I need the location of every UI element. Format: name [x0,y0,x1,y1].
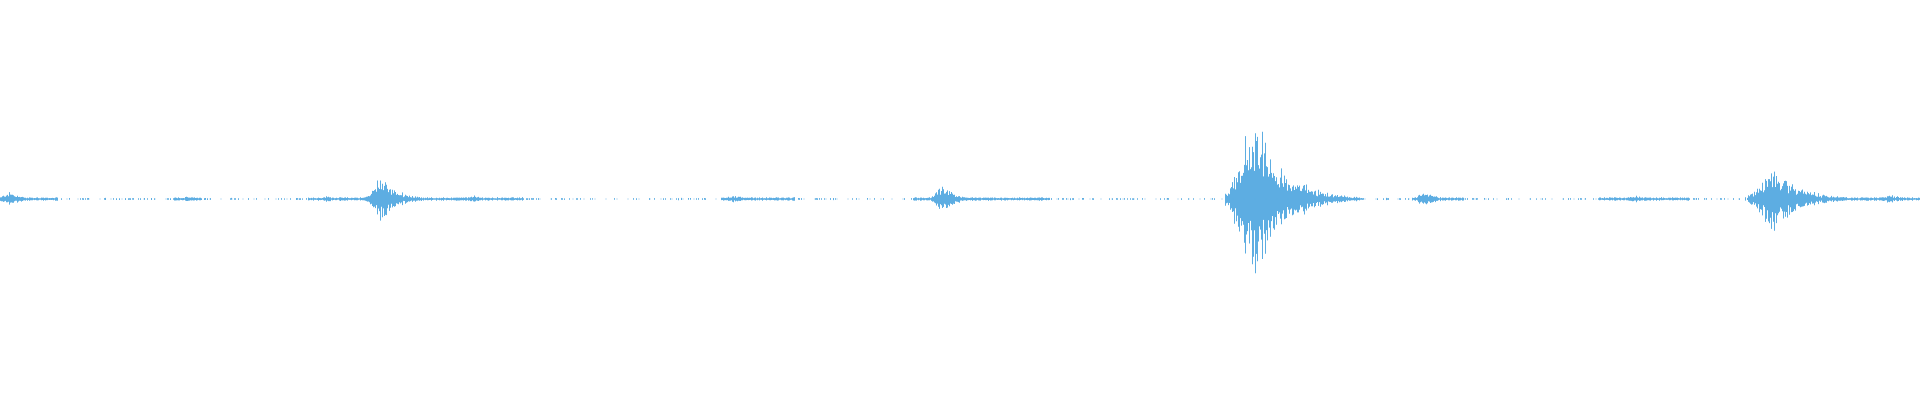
waveform-samples [0,131,1920,274]
waveform-path [0,131,1920,274]
